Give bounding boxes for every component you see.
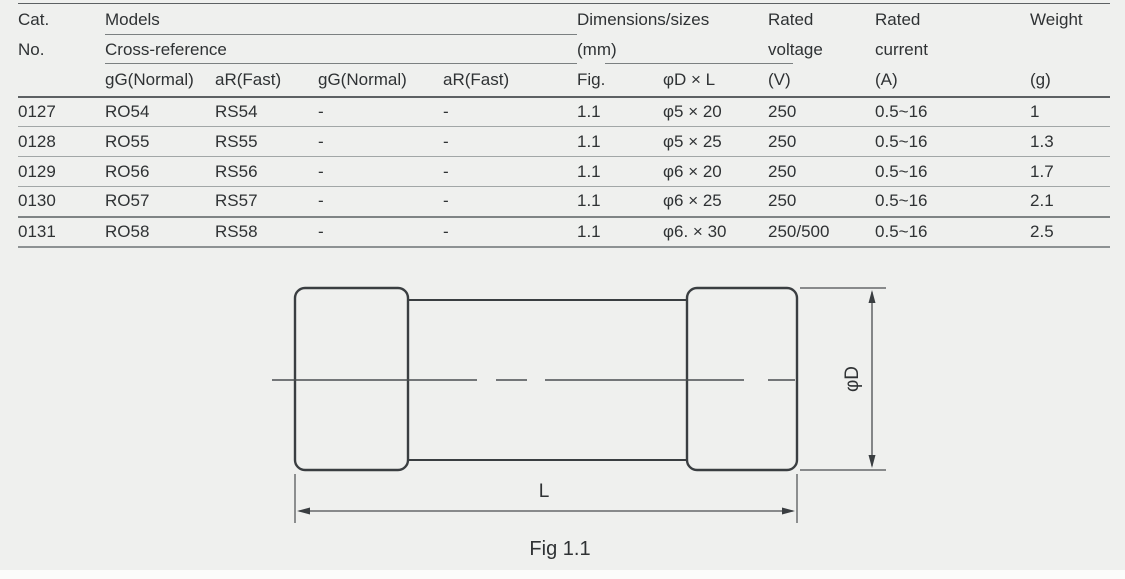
header-models: Models (105, 9, 160, 29)
header-d-x-l: φD × L (663, 70, 716, 89)
cell-voltage: 250 (768, 161, 797, 181)
fuse-left-cap (293, 286, 410, 472)
cell-voltage: 250 (768, 101, 797, 121)
header-row-2: No. Cross-reference (mm) voltage current (18, 36, 1110, 65)
header-weight-unit: (g) (1030, 70, 1051, 89)
table-row: 0127 RO54 RS54 - - 1.1 φ5 × 20 250 0.5~1… (18, 97, 1111, 127)
cell-dxl: φ6 × 25 (663, 191, 722, 211)
header-cross-reference: Cross-reference (105, 40, 227, 59)
figure-caption: Fig 1.1 (529, 538, 590, 560)
header-dimensions-unit: (mm) (577, 40, 617, 59)
length-arrow-right (782, 507, 795, 515)
diameter-dimension-label: φD (842, 366, 863, 392)
cell-current: 0.5~16 (875, 161, 928, 181)
cell-cat-no: 0129 (18, 161, 56, 181)
header-fig: Fig. (577, 70, 606, 89)
cell-current: 0.5~16 (875, 221, 928, 241)
header-rated-voltage: Rated (768, 9, 814, 29)
header-gg-normal: gG(Normal) (105, 70, 194, 89)
cell-voltage: 250 (768, 191, 797, 211)
header-no: No. (18, 40, 45, 59)
header-rated-current: Rated (875, 9, 921, 29)
cell-xref-gg: - (318, 221, 324, 241)
cell-cat-no: 0131 (18, 221, 56, 241)
cell-xref-ar: - (443, 221, 449, 241)
cell-xref-ar: - (443, 131, 449, 151)
cell-xref-ar: - (443, 161, 449, 181)
fuse-body-outline (408, 299, 687, 461)
fuse-diagram: φD L Fig 1.1 (272, 286, 886, 560)
cell-xref-gg: - (318, 191, 324, 211)
cell-xref-ar: - (443, 101, 449, 121)
header-weight: Weight (1030, 9, 1083, 29)
cell-dxl: φ5 × 20 (663, 101, 722, 121)
cell-model-ar: RS56 (215, 161, 258, 181)
cell-current: 0.5~16 (875, 191, 928, 211)
fuse-spec-table: Cat. Models Dimensions/sizes Rated Rated… (18, 3, 1111, 248)
table-row: 0128 RO55 RS55 - - 1.1 φ5 × 25 250 0.5~1… (18, 127, 1111, 157)
cell-model-gg: RO56 (105, 161, 150, 181)
header-cat: Cat. (18, 9, 50, 29)
cell-model-gg: RO57 (105, 191, 150, 211)
table-row: 0131 RO58 RS58 - - 1.1 φ6. × 30 250/500 … (18, 217, 1111, 247)
cell-model-gg: RO55 (105, 131, 150, 151)
header-voltage-word: voltage (768, 40, 823, 59)
header-voltage-unit: (V) (768, 70, 791, 89)
dimensions-underline (605, 63, 793, 64)
cell-current: 0.5~16 (875, 101, 928, 121)
models-group-underline (105, 34, 577, 35)
table-row: 0129 RO56 RS56 - - 1.1 φ6 × 20 250 0.5~1… (18, 157, 1111, 187)
cell-fig: 1.1 (577, 101, 601, 121)
cell-xref-gg: - (318, 161, 324, 181)
header-dimensions: Dimensions/sizes (577, 9, 710, 29)
length-dimension-label: L (539, 481, 550, 502)
cell-fig: 1.1 (577, 131, 601, 151)
table-row: 0130 RO57 RS57 - - 1.1 φ6 × 25 250 0.5~1… (18, 187, 1111, 217)
diameter-extension-lines (800, 287, 886, 471)
header-ar-fast: aR(Fast) (215, 70, 282, 89)
cell-current: 0.5~16 (875, 131, 928, 151)
cell-xref-gg: - (318, 101, 324, 121)
cell-dxl: φ5 × 25 (663, 131, 722, 151)
cell-fig: 1.1 (577, 221, 601, 241)
cell-model-ar: RS54 (215, 101, 258, 121)
cell-dxl: φ6. × 30 (663, 221, 727, 241)
page-bottom-margin (0, 570, 1125, 579)
cross-reference-underline (105, 63, 577, 64)
cell-model-ar: RS58 (215, 221, 258, 241)
cell-cat-no: 0128 (18, 131, 56, 151)
cell-model-ar: RS57 (215, 191, 258, 211)
cell-xref-gg: - (318, 131, 324, 151)
cell-fig: 1.1 (577, 161, 601, 181)
header-xref-gg-normal: gG(Normal) (318, 70, 407, 89)
cell-weight: 2.1 (1030, 191, 1054, 211)
cell-model-gg: RO58 (105, 221, 150, 241)
fuse-right-cap (685, 286, 799, 472)
cell-cat-no: 0130 (18, 191, 56, 211)
cell-voltage: 250/500 (768, 221, 830, 241)
cell-weight: 2.5 (1030, 221, 1054, 241)
cell-dxl: φ6 × 20 (663, 161, 722, 181)
header-row-1: Cat. Models Dimensions/sizes Rated Rated… (18, 4, 1110, 36)
cell-weight: 1.7 (1030, 161, 1054, 181)
cell-cat-no: 0127 (18, 101, 56, 121)
cell-fig: 1.1 (577, 191, 601, 211)
header-xref-ar-fast: aR(Fast) (443, 70, 510, 89)
length-extension-lines (294, 474, 798, 523)
cell-weight: 1 (1030, 101, 1040, 121)
cell-xref-ar: - (443, 191, 449, 211)
cell-model-gg: RO54 (105, 101, 150, 121)
diameter-arrow-down (868, 455, 876, 468)
cell-model-ar: RS55 (215, 131, 258, 151)
header-current-unit: (A) (875, 70, 898, 89)
header-current-word: current (875, 40, 928, 59)
cell-weight: 1.3 (1030, 131, 1054, 151)
length-arrow-left (297, 507, 310, 515)
header-row-3: gG(Normal) aR(Fast) gG(Normal) aR(Fast) … (18, 65, 1111, 97)
diameter-arrow-up (868, 290, 876, 303)
cell-voltage: 250 (768, 131, 797, 151)
